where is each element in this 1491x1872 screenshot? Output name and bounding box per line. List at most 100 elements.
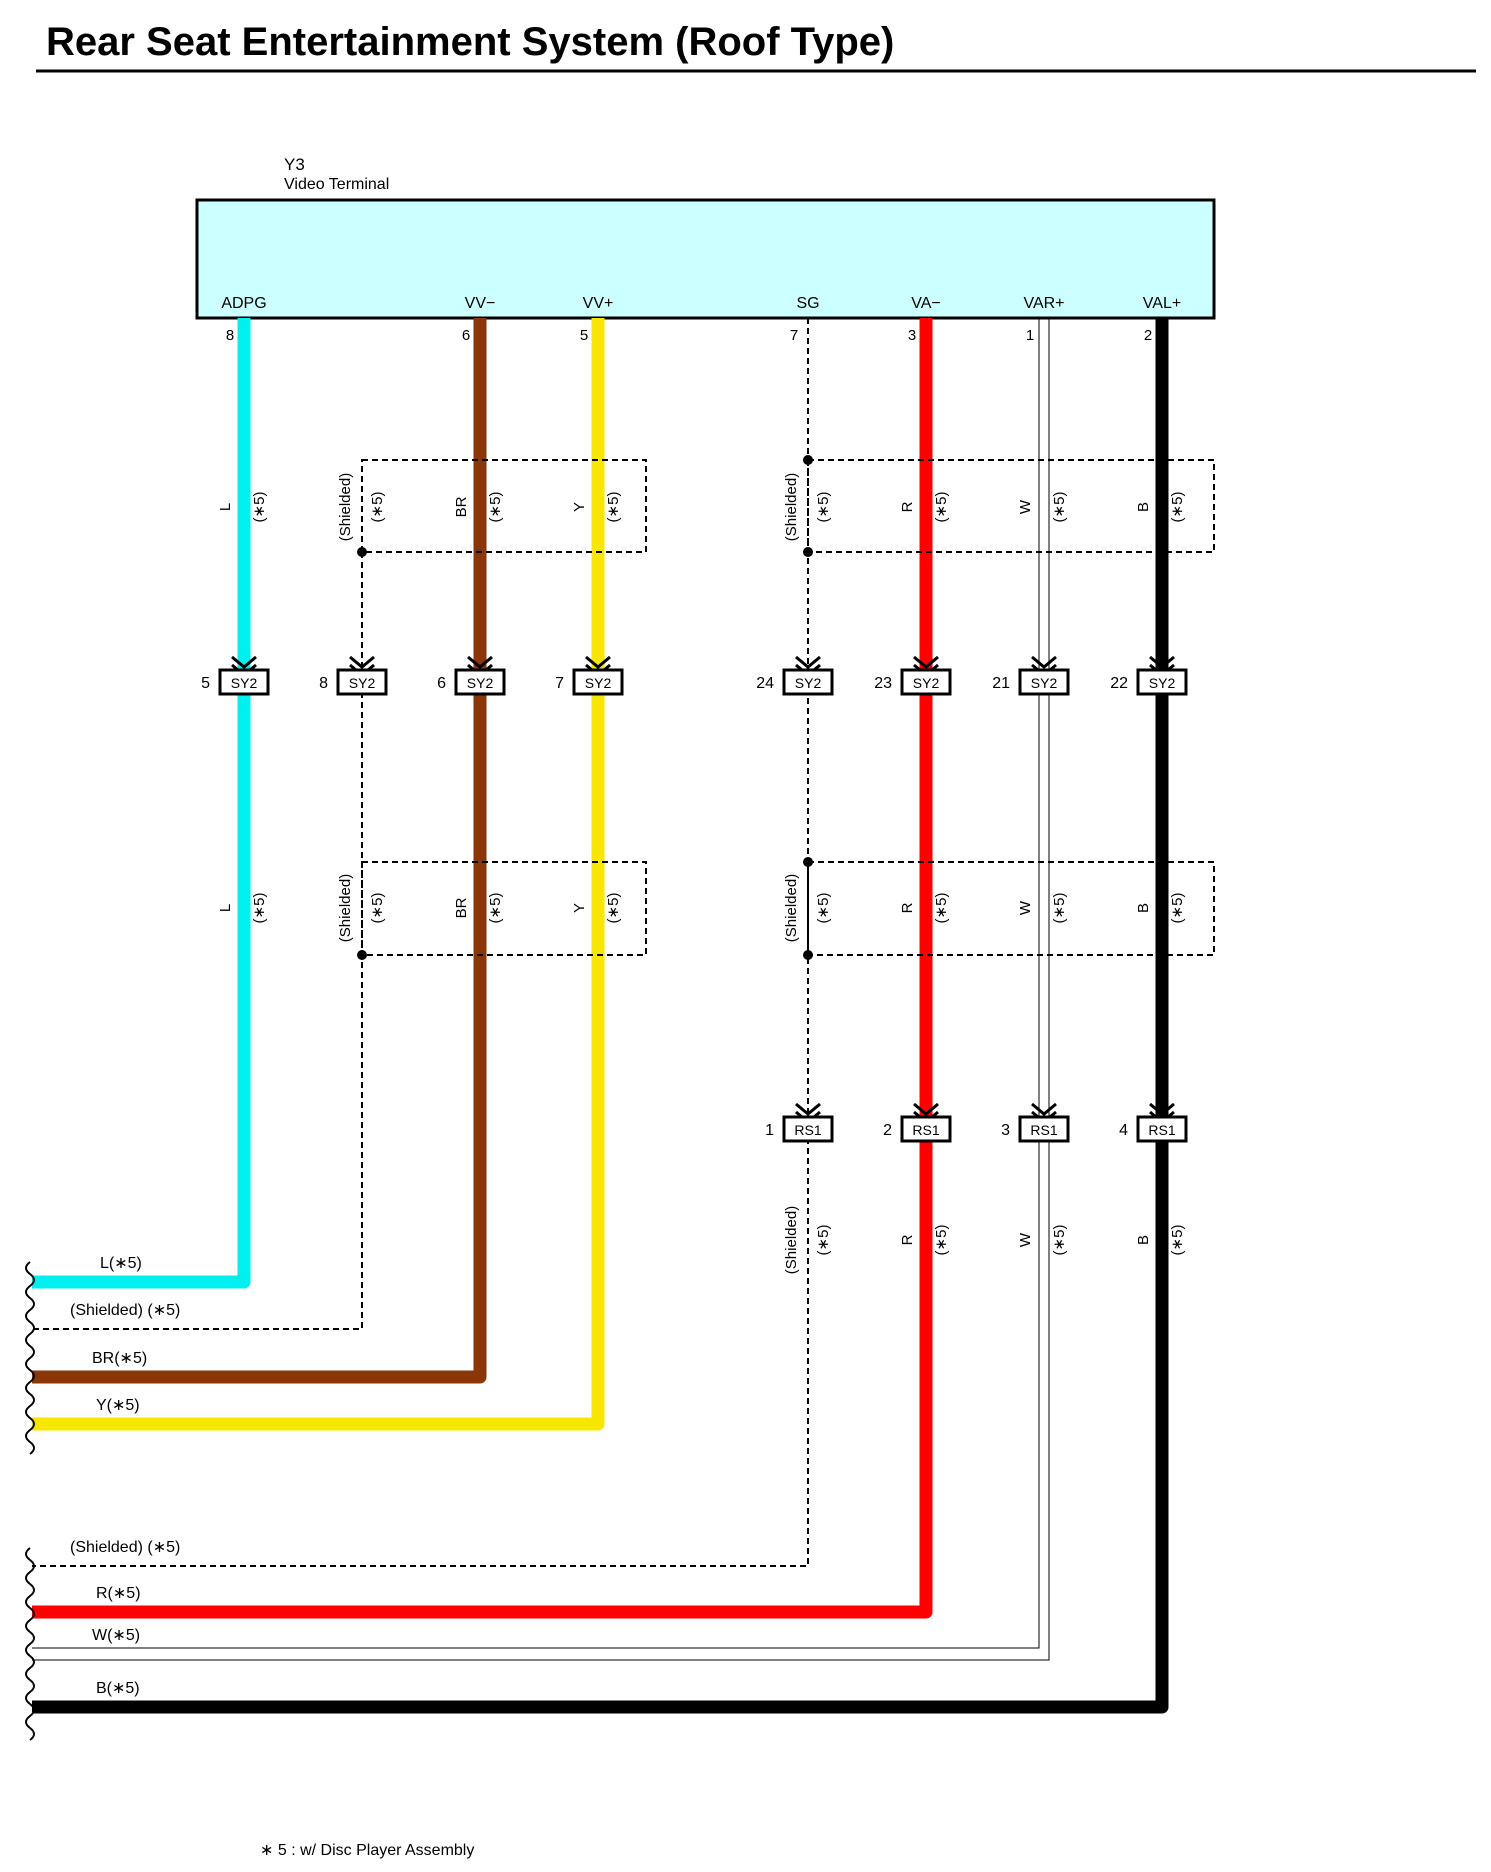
connector-sy2-vv-plus-number: 7 (555, 675, 564, 692)
connector-rs1-va-minus-number: 2 (883, 1122, 892, 1139)
vlabel-option-sg-1: (∗5) (815, 893, 832, 924)
connector-sy2-adpg-label: SY2 (231, 675, 258, 691)
connector-sy2-va-minus-number: 23 (874, 675, 892, 692)
wire-va-minus (32, 318, 933, 1619)
wire-layer (32, 318, 1169, 1714)
connector-sy2-vv-plus-label: SY2 (585, 675, 612, 691)
connector-sy2-vv-minus-box (454, 668, 506, 696)
vlabel-option-vv-plus-1: (∗5) (605, 893, 622, 924)
vlabel-shield-shield-v-1: (Shielded) (337, 874, 354, 942)
shield-box-sy-left-top-dot-bottom (357, 547, 367, 557)
connector-sy2-var-plus-box (1018, 668, 1070, 696)
vlabel-option-vv-plus-0: (∗5) (605, 492, 622, 523)
connector-sy2-va-minus-chevron-0 (913, 655, 939, 669)
bottom-label-b: B(∗5) (96, 1680, 140, 1697)
vlabel-option-sg-0: (∗5) (815, 492, 832, 523)
connector-sy2-shield-v-number: 8 (319, 675, 328, 692)
vlabel-option-var-plus-rs: (∗5) (1051, 1225, 1068, 1256)
vlabel-color-var-plus-0: W (1017, 499, 1034, 514)
shield-box-sy-left-bottom (361, 861, 647, 956)
vlabel-color-adpg-0: L (217, 503, 234, 511)
pin-label-vv-minus: VV− (465, 295, 496, 312)
vlabel-option-val-plus-1: (∗5) (1169, 893, 1186, 924)
bottom-label-shield-1: (Shielded) (∗5) (70, 1302, 180, 1319)
wire-vv-minus (32, 318, 487, 1384)
connector-rs1-sg-box (782, 1115, 834, 1143)
vlabel-option-va-minus-rs: (∗5) (933, 1225, 950, 1256)
connector-rs1-var-plus-chevron-0 (1031, 1102, 1057, 1116)
pin-number-val-plus: 2 (1144, 327, 1152, 344)
vlabel-option-val-plus-rs: (∗5) (1169, 1225, 1186, 1256)
connector-sy2-var-plus-number: 21 (992, 675, 1010, 692)
vlabel-color-var-plus-rs: W (1017, 1232, 1034, 1247)
vlabel-option-adpg-1: (∗5) (251, 893, 268, 924)
bottom-label-y: Y(∗5) (96, 1397, 140, 1414)
footnote: ∗ 5 : w/ Disc Player Assembly (260, 1842, 474, 1859)
vlabel-color-va-minus-1: R (899, 902, 916, 913)
connector-rs1-val-plus-chevron-0 (1149, 1102, 1175, 1116)
connector-rs1-var-plus-number: 3 (1001, 1122, 1010, 1139)
wire-adpg (32, 318, 251, 1289)
connector-rs1-val-plus-label: RS1 (1148, 1122, 1175, 1138)
connector-rs1-val-plus-box (1136, 1115, 1188, 1143)
wire-shield-v (32, 552, 363, 1330)
shield-box-sy-left-top (361, 459, 647, 553)
bottom-label-l: L(∗5) (100, 1255, 142, 1272)
connector-rs1-var-plus-label: RS1 (1030, 1122, 1057, 1138)
vlabel-option-sg-rs: (∗5) (815, 1225, 832, 1256)
vlabel-option-shield-v-1: (∗5) (369, 893, 386, 924)
shield-box-sy-left-bottom-dot-bottom (357, 950, 367, 960)
vlabel-option-val-plus-0: (∗5) (1169, 492, 1186, 523)
connector-sy2-shield-v-chevron-0 (349, 655, 375, 669)
connector-sy2-sg-box (782, 668, 834, 696)
connector-sy2-sg-chevron-0 (795, 655, 821, 669)
wire-sg (32, 318, 809, 1567)
connector-sy2-vv-minus-chevron-0 (467, 655, 493, 669)
vlabel-color-va-minus-rs: R (899, 1234, 916, 1245)
connector-sy2-sg-label: SY2 (795, 675, 822, 691)
connector-sy2-adpg-chevron-0 (231, 655, 257, 669)
connector-sy2-adpg-box (218, 668, 270, 696)
pin-number-sg: 7 (790, 327, 798, 344)
vlabel-shield-sg-1: (Shielded) (783, 874, 800, 942)
shield-box-right-bottom-dot-bottom (803, 950, 813, 960)
label-layer: ADPG8VV−6VV+5SG7VA−3VAR+1VAL+2L(∗5)(Shie… (70, 295, 1186, 1697)
connector-sy2-va-minus-box (900, 668, 952, 696)
connector-sy2-va-minus-label: SY2 (913, 675, 940, 691)
vlabel-color-va-minus-0: R (899, 501, 916, 512)
component-code: Y3 (284, 155, 305, 174)
wire-var-plus-edge-a (32, 318, 1040, 1649)
vlabel-color-vv-plus-0: Y (571, 502, 588, 512)
vlabel-option-va-minus-1: (∗5) (933, 893, 950, 924)
vlabel-shield-shield-v-0: (Shielded) (337, 473, 354, 541)
shield-box-right-bottom (807, 861, 1215, 956)
pin-number-adpg: 8 (226, 327, 234, 344)
connector-sy2-vv-plus-box (572, 668, 624, 696)
shield-box-right-top (807, 459, 1215, 553)
vlabel-shield-sg-0: (Shielded) (783, 473, 800, 541)
vlabel-option-vv-minus-0: (∗5) (487, 492, 504, 523)
break-mark-top-group (25, 1261, 35, 1455)
connector-sy2-val-plus-chevron-0 (1149, 655, 1175, 669)
connector-rs1-sg-label: RS1 (794, 1122, 821, 1138)
shield-box-right-top-dot (803, 455, 813, 465)
pin-number-vv-plus: 5 (580, 327, 588, 344)
vlabel-option-var-plus-1: (∗5) (1051, 893, 1068, 924)
pin-label-va-minus: VA− (911, 295, 941, 312)
vlabel-option-var-plus-0: (∗5) (1051, 492, 1068, 523)
wire-val-plus (32, 318, 1169, 1714)
connector-rs1-va-minus-chevron-0 (913, 1102, 939, 1116)
connector-sy2-shield-v-box (336, 668, 388, 696)
connector-sy2-var-plus-label: SY2 (1031, 675, 1058, 691)
video-terminal-box (195, 198, 1216, 320)
connector-rs1-sg-number: 1 (765, 1122, 774, 1139)
pin-number-vv-minus: 6 (462, 327, 470, 344)
connector-sy2-val-plus-number: 22 (1110, 675, 1128, 692)
bottom-label-r: R(∗5) (96, 1585, 141, 1602)
connector-rs1-val-plus-number: 4 (1119, 1122, 1128, 1139)
vlabel-color-val-plus-0: B (1135, 502, 1152, 512)
pin-number-va-minus: 3 (908, 327, 916, 344)
pin-number-var-plus: 1 (1026, 327, 1034, 344)
